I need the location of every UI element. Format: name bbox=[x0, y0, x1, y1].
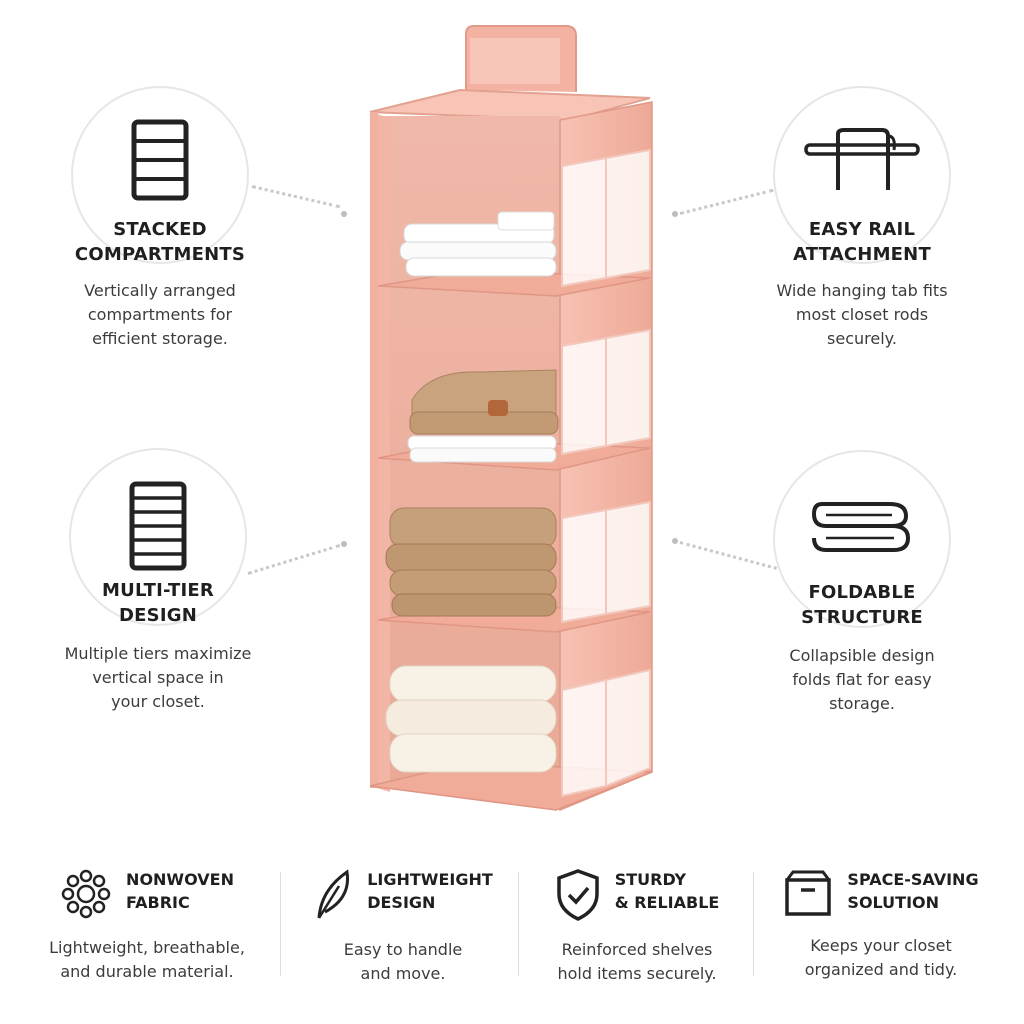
feature-description: Vertically arranged compartments for eff… bbox=[84, 281, 236, 348]
hanging-organizer-product bbox=[360, 20, 660, 820]
divider bbox=[280, 872, 281, 976]
bottom-feature-lightweight: LIGHTWEIGHT DESIGN Easy to handle and mo… bbox=[278, 868, 528, 986]
feature-circle bbox=[773, 86, 951, 264]
feature-circle bbox=[69, 448, 247, 626]
folded-clothes bbox=[407, 369, 559, 463]
feature-easy-rail: EASY RAIL ATTACHMENT Wide hanging tab fi… bbox=[732, 86, 992, 348]
bottom-feature-description: Reinforced shelves hold items securely. bbox=[557, 940, 717, 983]
folded-sweater bbox=[385, 507, 557, 617]
connector-dot bbox=[341, 211, 347, 217]
divider bbox=[518, 872, 519, 976]
feather-icon bbox=[317, 869, 350, 919]
feature-title: MULTI-TIER DESIGN bbox=[102, 580, 214, 626]
bottom-feature-description: Lightweight, breathable, and durable mat… bbox=[49, 938, 245, 981]
fabric-texture-icon bbox=[61, 869, 111, 919]
folded-fabric-icon bbox=[811, 496, 912, 560]
feature-title: STACKED COMPARTMENTS bbox=[74, 219, 246, 265]
feature-circle bbox=[773, 450, 951, 628]
stacked-compartments-icon bbox=[130, 118, 190, 206]
bottom-feature-sturdy: STURDY & RELIABLE Reinforced shelves hol… bbox=[512, 868, 762, 986]
connector-dot bbox=[341, 541, 347, 547]
feature-multi-tier: MULTI-TIER DESIGN Multiple tiers maximiz… bbox=[28, 448, 288, 711]
organizer-illustration bbox=[369, 25, 653, 812]
feature-description: Multiple tiers maximize vertical space i… bbox=[64, 644, 252, 711]
bottom-feature-header: STURDY & RELIABLE bbox=[512, 868, 762, 922]
rail-hanger-icon bbox=[804, 128, 920, 198]
folded-towel bbox=[385, 665, 557, 773]
connector-dot bbox=[672, 211, 678, 217]
bottom-feature-title: NONWOVEN FABRIC bbox=[126, 870, 234, 912]
feature-circle bbox=[71, 86, 249, 264]
feature-stacked-compartments: STACKED COMPARTMENTS Vertically arranged… bbox=[30, 86, 290, 348]
divider bbox=[753, 872, 754, 976]
shield-check-icon bbox=[556, 869, 599, 921]
bottom-feature-header: SPACE-SAVING SOLUTION bbox=[756, 868, 1006, 918]
folded-shirts bbox=[399, 211, 557, 277]
bottom-feature-description: Easy to handle and move. bbox=[343, 940, 463, 983]
bottom-feature-header: NONWOVEN FABRIC bbox=[22, 868, 272, 920]
feature-foldable: FOLDABLE STRUCTURE Collapsible design fo… bbox=[732, 450, 992, 713]
bottom-feature-title: LIGHTWEIGHT DESIGN bbox=[367, 870, 493, 912]
bottom-feature-header: LIGHTWEIGHT DESIGN bbox=[278, 868, 528, 922]
storage-box-icon bbox=[785, 870, 832, 916]
feature-title: EASY RAIL ATTACHMENT bbox=[793, 219, 931, 265]
bottom-feature-description: Keeps your closet organized and tidy. bbox=[804, 936, 958, 979]
feature-description: Wide hanging tab fits most closet rods s… bbox=[776, 281, 948, 348]
bottom-feature-nonwoven: NONWOVEN FABRIC Lightweight, breathable,… bbox=[22, 868, 272, 984]
mesh-side-pockets bbox=[561, 148, 651, 798]
bottom-feature-title: STURDY & RELIABLE bbox=[614, 870, 720, 912]
feature-description: Collapsible design folds flat for easy s… bbox=[789, 646, 935, 713]
connector-dot bbox=[672, 538, 678, 544]
feature-title: FOLDABLE STRUCTURE bbox=[801, 582, 923, 628]
bottom-feature-space-saving: SPACE-SAVING SOLUTION Keeps your closet … bbox=[756, 868, 1006, 982]
multi-tier-icon bbox=[128, 480, 188, 576]
bottom-feature-title: SPACE-SAVING SOLUTION bbox=[847, 870, 979, 912]
